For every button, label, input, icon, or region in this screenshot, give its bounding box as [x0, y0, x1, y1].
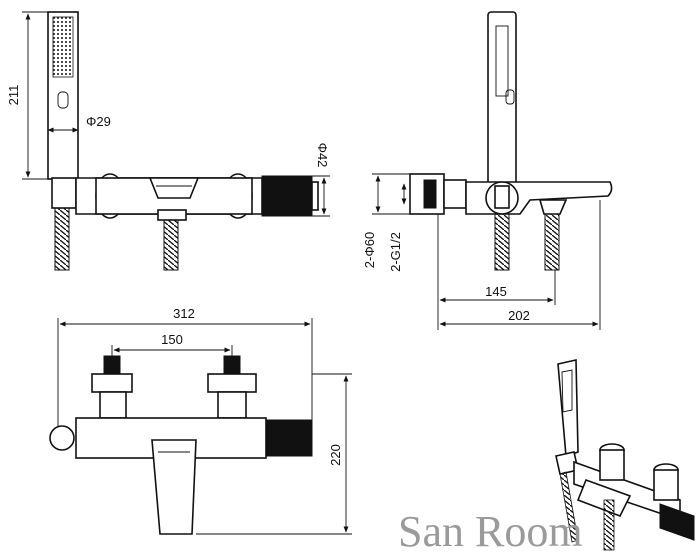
- spout: [148, 177, 200, 199]
- dim-inlet-diameter: 2-Φ60: [362, 232, 377, 268]
- side-view: 2-Φ60 2-G1/2 145 202: [362, 11, 613, 330]
- hose: [54, 207, 70, 271]
- dim-inlet-centers: 150: [161, 332, 183, 347]
- dim-projection-inlet: 145: [485, 284, 507, 299]
- top-handshower-outlet: [49, 425, 75, 451]
- handshower-spray-face: [52, 16, 74, 78]
- top-knob: [265, 419, 313, 457]
- watermark: San Room: [398, 507, 583, 556]
- side-handshower: [487, 11, 517, 185]
- iso-handshower: [557, 359, 579, 458]
- dim-knob-diameter: Φ42: [315, 143, 330, 168]
- iso-spout: [576, 478, 632, 518]
- top-spout: [151, 439, 197, 535]
- thermostatic-knob: [261, 175, 313, 217]
- isometric-view: [555, 359, 695, 551]
- dim-inlet-thread: 2-G1/2: [388, 232, 403, 272]
- dim-handshower-length: 211: [6, 85, 21, 106]
- handshower-button: [57, 91, 69, 109]
- dim-overall-height: 220: [328, 444, 343, 466]
- top-view: 312 150 220: [49, 306, 352, 535]
- dim-handshower-diameter: Φ29: [86, 114, 111, 129]
- iso-knob: [659, 503, 695, 541]
- dim-overall-width: 312: [173, 306, 195, 321]
- handshower-holder: [51, 177, 77, 209]
- front-view: 211 Φ29 Φ42: [6, 11, 330, 271]
- inlet-pipe: [163, 219, 179, 271]
- dim-projection-total: 202: [508, 308, 530, 323]
